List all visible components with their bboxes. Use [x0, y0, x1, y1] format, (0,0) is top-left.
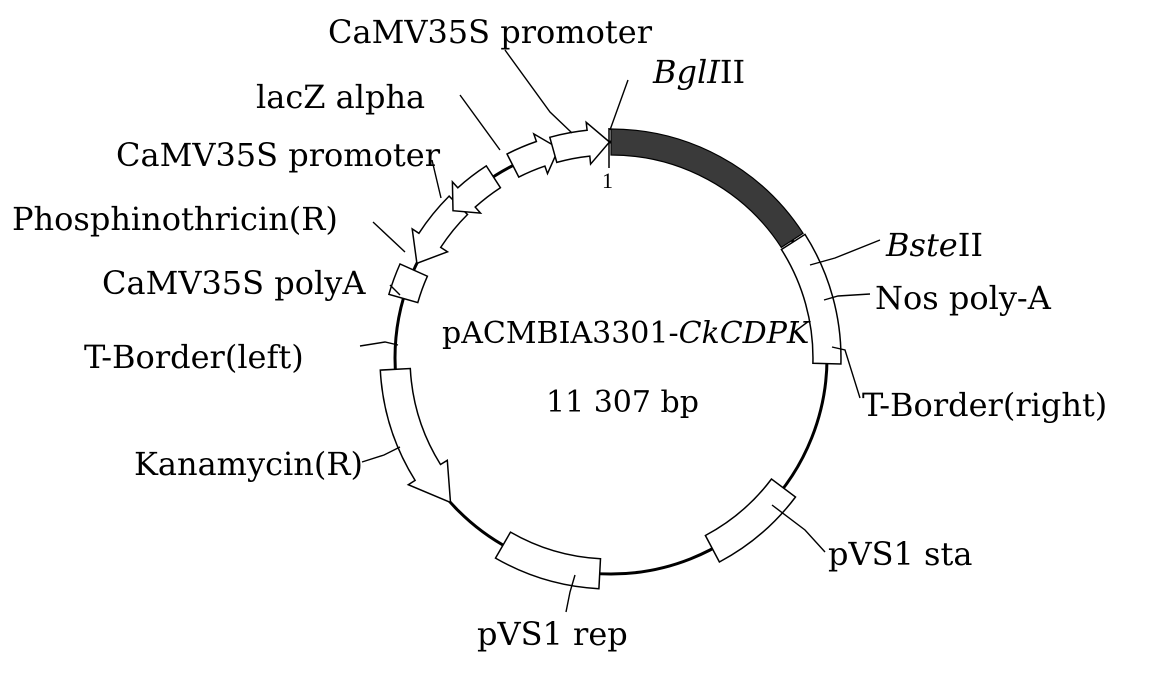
leader-pvs1-sta [771, 504, 826, 553]
label-phosphinothricin: Phosphinothricin(R) [12, 200, 338, 238]
label-nos-polya: Nos poly-A [875, 279, 1052, 317]
label-pvs1-rep: pVS1 rep [477, 615, 628, 653]
label-camv35s-promoter-top: CaMV35S promoter [328, 13, 653, 51]
nos-polya-feature [780, 233, 842, 365]
leader-kanamycin [361, 446, 401, 463]
label-t-border-left: T-Border(left) [84, 338, 304, 376]
camv35s-polya-feature [387, 263, 429, 304]
leader-camv35s-promoter-top [504, 49, 573, 134]
ckcdpk-insert-arc [610, 128, 804, 249]
plasmid-size: 11 307 bp [546, 385, 699, 420]
pvs1-sta-feature [704, 477, 797, 564]
leader-lacz [459, 94, 501, 151]
label-t-border-right: T-Border(right) [862, 386, 1107, 424]
plasmid-name: pACMBIA3301-CkCDPK [442, 316, 811, 351]
lacz-alpha-feature [505, 132, 560, 179]
label-bsteii: BsteII [885, 226, 983, 264]
leader-camv35s-promoter-2 [431, 159, 442, 199]
origin-label: 1 [602, 168, 613, 193]
leader-camv35s-polya [389, 284, 401, 296]
leader-t-border-right [831, 346, 861, 399]
leader-bsteii [809, 239, 881, 266]
camv35s-promoter-2-feature [451, 164, 502, 215]
pvs1-rep-feature [494, 531, 602, 590]
phosphinothricin-feature [411, 195, 469, 265]
leader-phosphinothricin [372, 221, 406, 253]
label-pvs1-sta: pVS1 sta [828, 535, 972, 573]
leader-bglii [609, 79, 629, 131]
label-camv35s-promoter-2: CaMV35S promoter [116, 136, 441, 174]
kanamycin-feature [379, 367, 452, 504]
label-kanamycin: Kanamycin(R) [134, 445, 363, 483]
label-camv35s-polya: CaMV35S polyA [102, 264, 366, 302]
label-bglii: BglIII [652, 53, 745, 91]
leader-t-border-left [359, 341, 399, 347]
leader-nos [823, 293, 871, 301]
leader-pvs1-rep [565, 574, 576, 613]
label-lacz-alpha: lacZ alpha [256, 78, 425, 116]
camv35s-promoter-top-feature [548, 120, 611, 166]
